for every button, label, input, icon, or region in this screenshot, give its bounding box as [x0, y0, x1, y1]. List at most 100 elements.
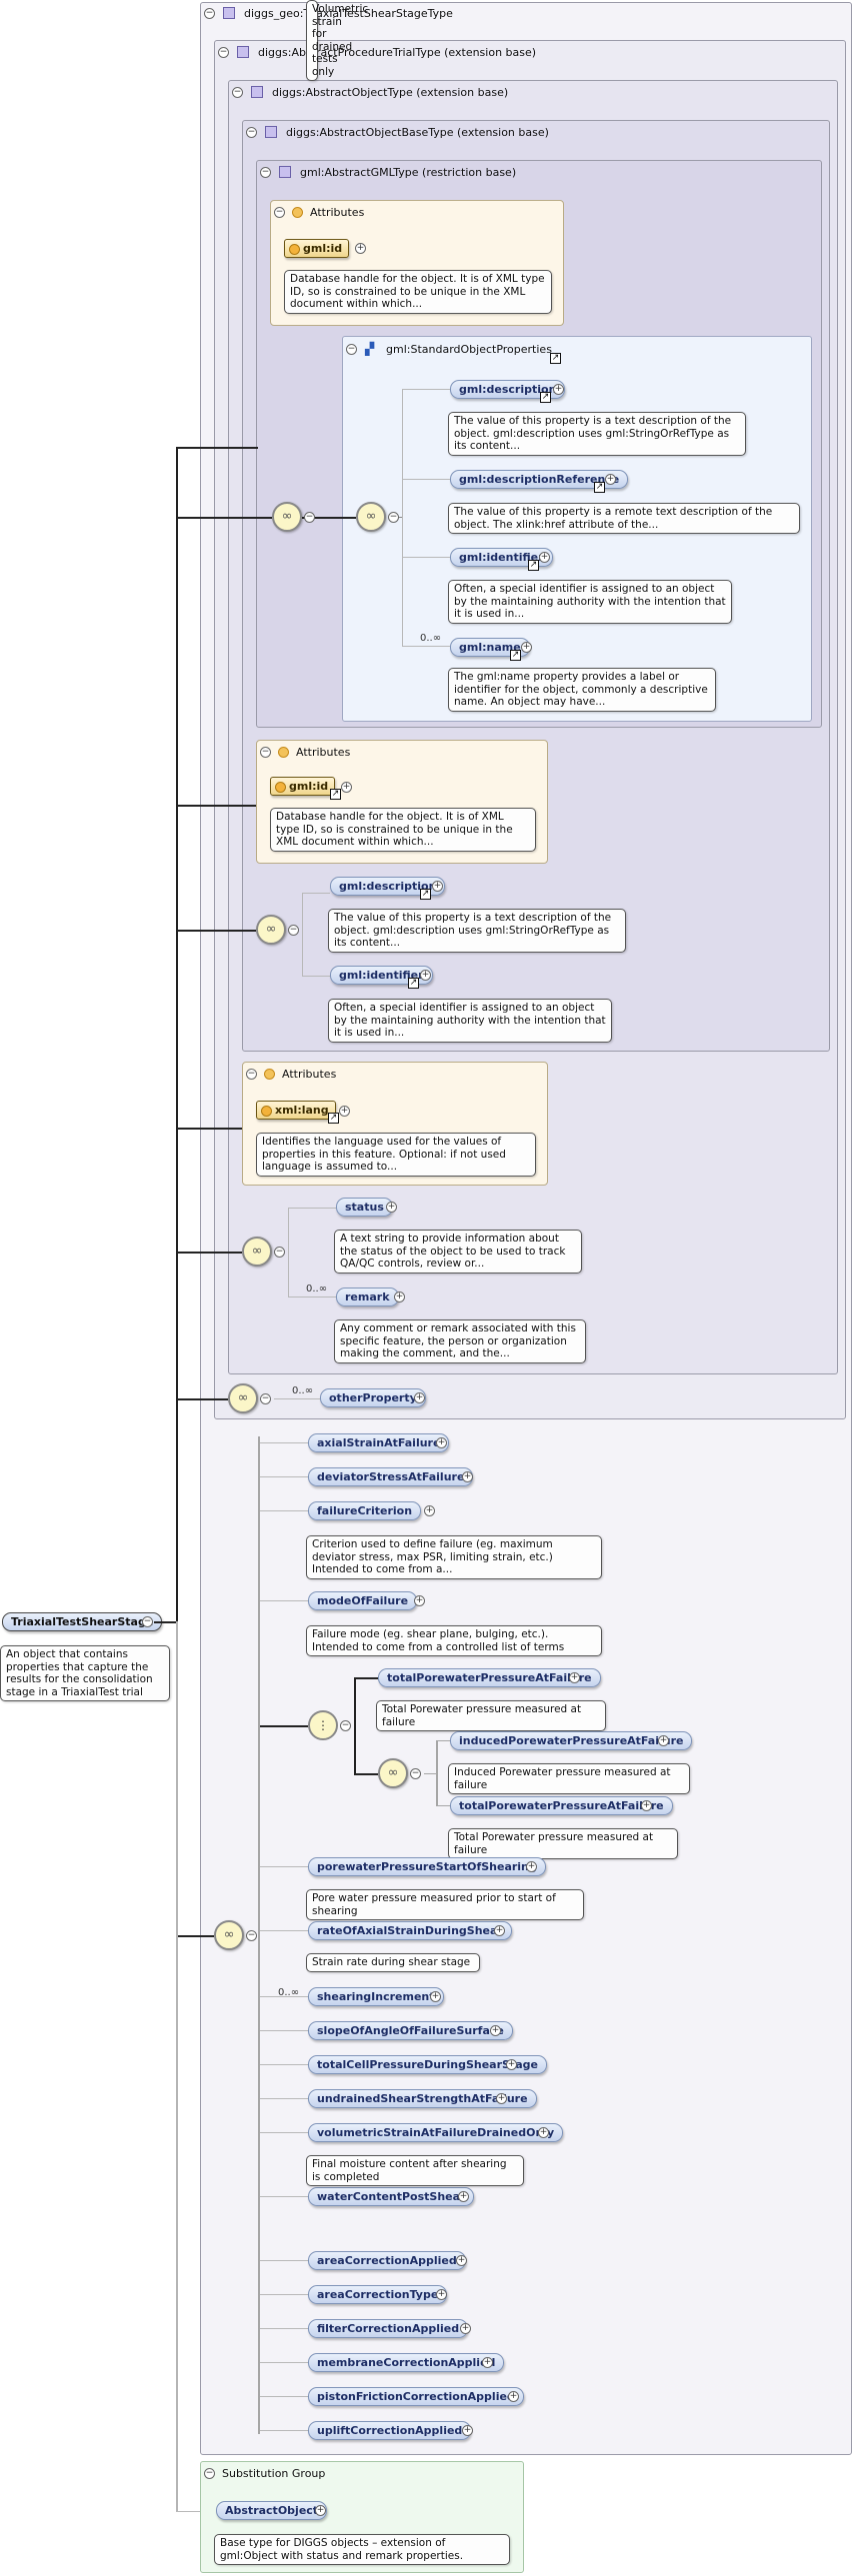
element-item[interactable]: porewaterPressureStartOfShearing: [308, 1857, 546, 1876]
expand-icon[interactable]: +: [539, 552, 550, 563]
element-abstract-object[interactable]: AbstractObject: [216, 2501, 328, 2520]
expand-icon[interactable]: +: [414, 1392, 425, 1403]
reference-arrow-icon[interactable]: ↗: [328, 1113, 339, 1124]
element-gml-description-reference[interactable]: gml:descriptionReference: [450, 470, 629, 489]
expand-icon[interactable]: +: [569, 1672, 580, 1683]
complex-type-icon: [279, 166, 291, 178]
element-total-porewater-pressure-at-failure[interactable]: totalPorewaterPressureAtFailure: [378, 1668, 601, 1687]
collapse-icon[interactable]: −: [246, 1069, 257, 1080]
reference-arrow-icon[interactable]: ↗: [510, 650, 521, 661]
expand-icon[interactable]: +: [506, 2059, 517, 2070]
attribute-gml-id[interactable]: gml:id: [284, 239, 350, 258]
expand-icon[interactable]: +: [315, 2505, 326, 2516]
attribute-xml-lang[interactable]: xml:lang: [256, 1101, 336, 1120]
expand-icon[interactable]: +: [394, 1291, 405, 1302]
collapse-icon[interactable]: −: [260, 747, 271, 758]
element-item[interactable]: filterCorrectionApplied: [308, 2319, 469, 2338]
expand-icon[interactable]: +: [456, 2255, 467, 2266]
collapse-icon[interactable]: −: [260, 1393, 271, 1404]
reference-arrow-icon[interactable]: ↗: [420, 889, 431, 900]
element-gml-description[interactable]: gml:description: [450, 380, 566, 399]
expand-icon[interactable]: +: [462, 1471, 473, 1482]
element-induced-porewater-pressure-at-failure[interactable]: inducedPorewaterPressureAtFailure: [450, 1731, 693, 1750]
expand-icon[interactable]: +: [460, 2323, 471, 2334]
element-item[interactable]: axialStrainAtFailure: [308, 1433, 450, 1452]
collapse-icon[interactable]: −: [246, 127, 257, 138]
expand-icon[interactable]: +: [496, 2093, 507, 2104]
expand-icon[interactable]: +: [658, 1735, 669, 1746]
expand-icon[interactable]: +: [339, 1106, 350, 1117]
collapse-icon[interactable]: −: [410, 1768, 421, 1779]
reference-arrow-icon[interactable]: ↗: [330, 789, 341, 800]
element-remark[interactable]: remark: [336, 1288, 399, 1306]
collapse-icon[interactable]: −: [218, 47, 229, 58]
element-item[interactable]: totalCellPressureDuringShearStage: [308, 2055, 547, 2074]
expand-icon[interactable]: +: [526, 1861, 537, 1872]
element-item[interactable]: pistonFrictionCorrectionApplied: [308, 2387, 524, 2406]
expand-icon[interactable]: +: [538, 2127, 549, 2138]
collapse-icon[interactable]: −: [304, 512, 315, 523]
collapse-icon[interactable]: −: [274, 207, 285, 218]
element-gml-identifier[interactable]: gml:identifier: [450, 548, 553, 567]
element-other-property[interactable]: otherProperty: [320, 1388, 426, 1407]
expand-icon[interactable]: +: [355, 243, 366, 254]
expand-icon[interactable]: +: [436, 2289, 447, 2300]
reference-arrow-icon[interactable]: ↗: [528, 560, 539, 571]
expand-icon[interactable]: +: [341, 782, 352, 793]
collapse-icon[interactable]: −: [142, 1616, 153, 1627]
expand-icon[interactable]: +: [432, 881, 443, 892]
collapse-icon[interactable]: −: [288, 925, 299, 936]
reference-arrow-icon[interactable]: ↗: [408, 978, 419, 989]
reference-arrow-icon[interactable]: ↗: [594, 482, 605, 493]
expand-icon[interactable]: +: [494, 1925, 505, 1936]
expand-icon[interactable]: +: [420, 970, 431, 981]
expand-icon[interactable]: +: [641, 1800, 652, 1811]
expand-icon[interactable]: +: [521, 642, 532, 653]
collapse-icon[interactable]: −: [204, 2468, 215, 2479]
collapse-icon[interactable]: −: [260, 167, 271, 178]
expand-icon[interactable]: +: [482, 2357, 493, 2368]
element-item[interactable]: upliftCorrectionApplied: [308, 2421, 472, 2440]
element-item[interactable]: modeOfFailure: [308, 1591, 418, 1610]
element-item[interactable]: waterContentPostShear: [308, 2187, 475, 2206]
reference-arrow-icon[interactable]: ↗: [550, 353, 561, 364]
element-item[interactable]: rateOfAxialStrainDuringShear: [308, 1921, 512, 1940]
element-item[interactable]: shearingIncrement: [308, 1987, 444, 2006]
attribute-gml-id-base[interactable]: gml:id: [270, 777, 336, 796]
connector: [260, 2362, 308, 2363]
root-element[interactable]: TriaxialTestShearStage: [2, 1612, 163, 1631]
collapse-icon[interactable]: −: [246, 1930, 257, 1941]
collapse-icon[interactable]: −: [388, 512, 399, 523]
expand-icon[interactable]: +: [508, 2391, 519, 2402]
element-item[interactable]: volumetricStrainAtFailureDrainedOnly: [308, 2123, 564, 2142]
expand-icon[interactable]: +: [386, 1202, 397, 1213]
collapse-icon[interactable]: −: [340, 1720, 351, 1731]
expand-icon[interactable]: +: [430, 1991, 441, 2002]
element-item[interactable]: membraneCorrectionApplied: [308, 2353, 505, 2372]
element-gml-identifier-base[interactable]: gml:identifier: [330, 966, 433, 985]
connector: [260, 1866, 308, 1867]
expand-icon[interactable]: +: [490, 2025, 501, 2036]
element-item[interactable]: failureCriterion: [308, 1501, 422, 1520]
collapse-icon[interactable]: −: [274, 1247, 285, 1258]
expand-icon[interactable]: +: [553, 384, 564, 395]
expand-icon[interactable]: +: [424, 1505, 435, 1516]
collapse-icon[interactable]: −: [232, 87, 243, 98]
element-item[interactable]: slopeOfAngleOfFailureSurface: [308, 2021, 513, 2040]
element-item[interactable]: deviatorStressAtFailure: [308, 1467, 474, 1486]
element-item[interactable]: areaCorrectionApplied: [308, 2251, 466, 2270]
element-status[interactable]: status: [336, 1198, 393, 1217]
expand-icon[interactable]: +: [462, 2425, 473, 2436]
expand-icon[interactable]: +: [414, 1595, 425, 1606]
collapse-icon[interactable]: −: [346, 344, 357, 355]
element-gml-name[interactable]: gml:name: [450, 638, 530, 657]
collapse-icon[interactable]: −: [204, 8, 215, 19]
element-total-porewater-pressure-at-failure-2[interactable]: totalPorewaterPressureAtFailure: [450, 1796, 673, 1815]
expand-icon[interactable]: +: [458, 2191, 469, 2202]
element-item[interactable]: areaCorrectionType: [308, 2285, 448, 2304]
expand-icon[interactable]: +: [436, 1437, 447, 1448]
expand-icon[interactable]: +: [605, 474, 616, 485]
reference-arrow-icon[interactable]: ↗: [540, 392, 551, 403]
element-item[interactable]: undrainedShearStrengthAtFailure: [308, 2089, 537, 2108]
element-gml-description-base[interactable]: gml:description: [330, 877, 446, 896]
